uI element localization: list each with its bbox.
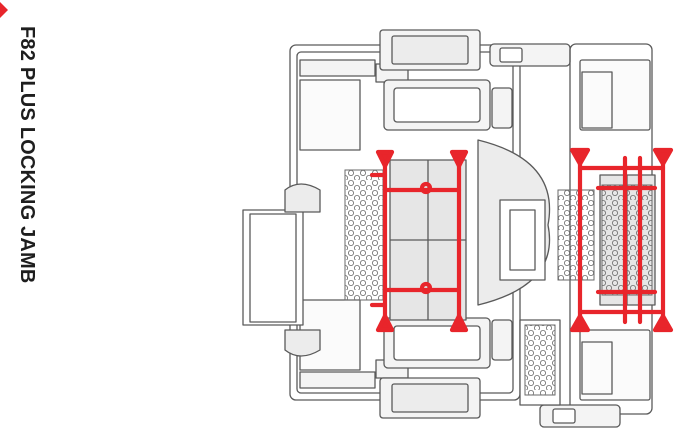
red-diamond-icon xyxy=(0,2,8,18)
top-bead xyxy=(379,29,513,131)
left-adapter xyxy=(242,183,321,357)
bottom-bead xyxy=(379,317,513,419)
centre-mullion xyxy=(477,139,551,306)
foam-block-centre xyxy=(557,189,595,281)
foam-block-bottom xyxy=(524,324,556,396)
thermal-break-right xyxy=(569,147,674,333)
thermal-break-left xyxy=(369,149,469,333)
foam-block-left xyxy=(344,169,384,301)
